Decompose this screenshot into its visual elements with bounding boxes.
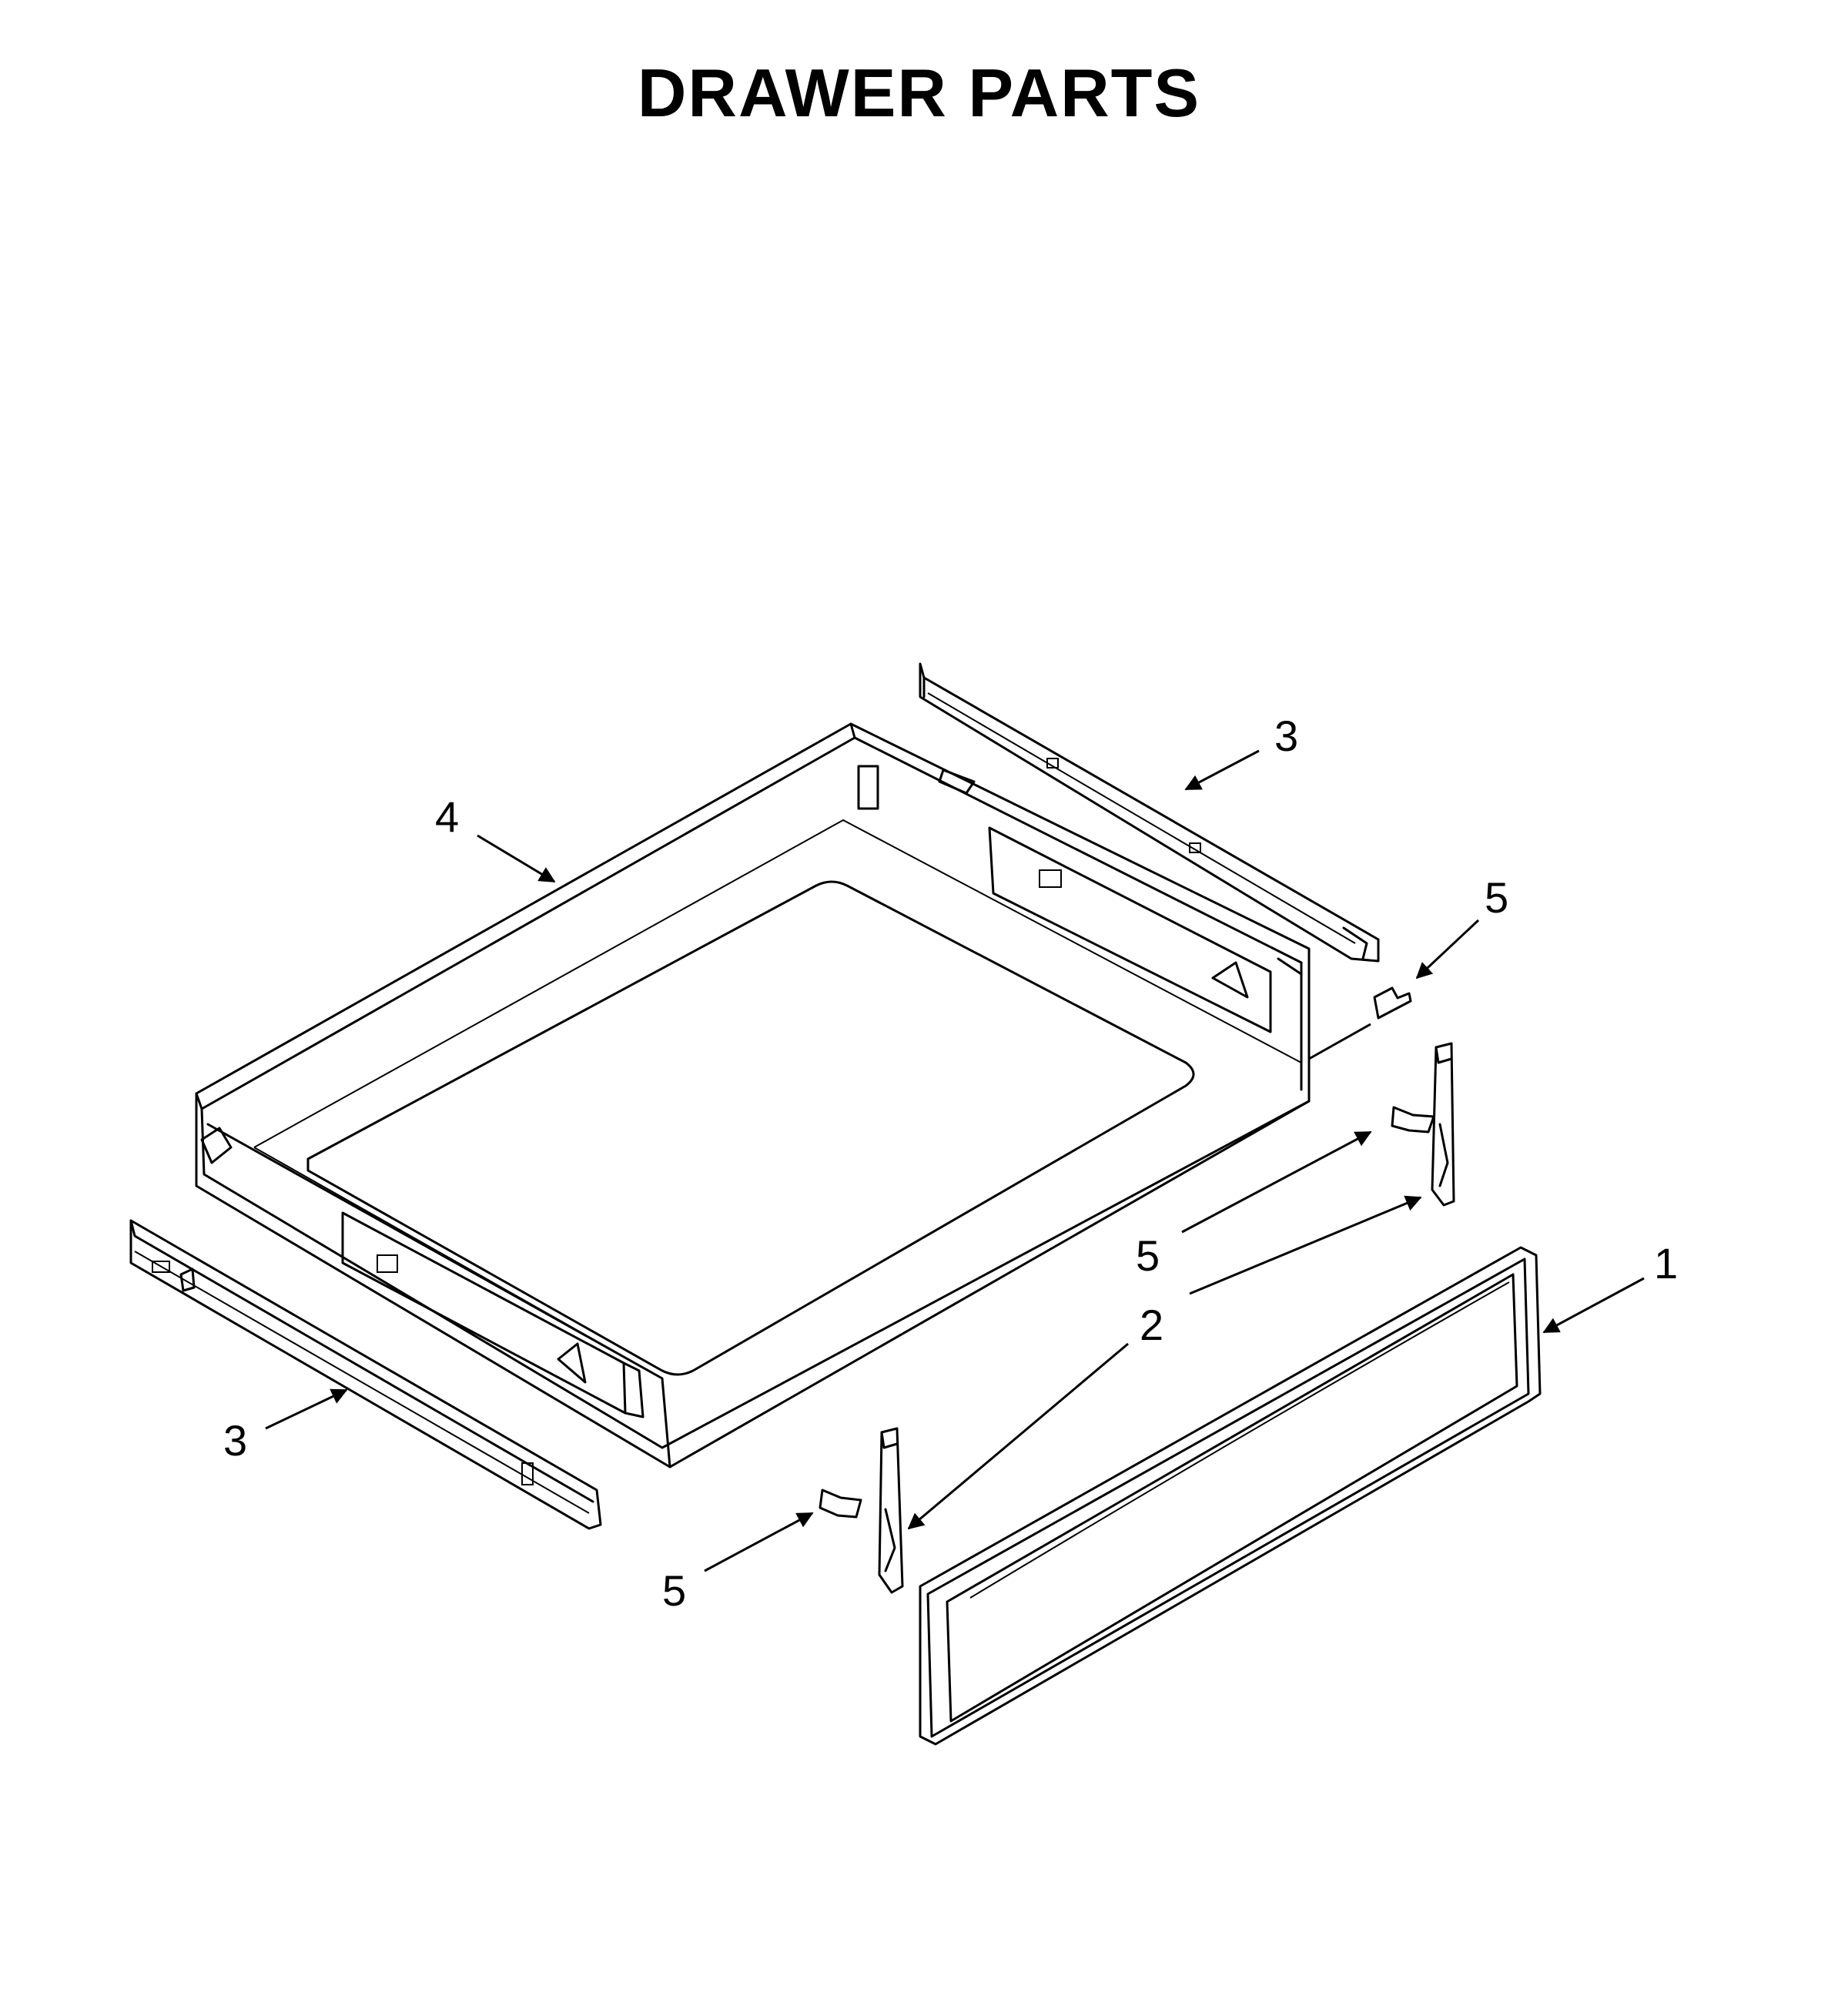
leader-3-top (1184, 749, 1260, 791)
leader-3-bottom (265, 1388, 348, 1430)
screw-bottom-part-5 (819, 1489, 862, 1519)
leader-5-top (1415, 919, 1480, 980)
screw-top-part-5 (1308, 986, 1412, 1060)
callout-3-bottom: 3 (223, 1416, 247, 1465)
bracket-left-part-2 (878, 1427, 904, 1594)
slide-rail-bottom-part-3 (129, 1219, 602, 1530)
screw-mid-part-5 (1391, 1106, 1435, 1134)
bracket-right-part-2 (1431, 1042, 1455, 1207)
diagram-title: DRAWER PARTS (637, 55, 1201, 131)
callout-3-top: 3 (1274, 712, 1298, 760)
drawer-front-panel-part-1 (919, 1246, 1542, 1746)
leader-2-right (1189, 1195, 1422, 1295)
slide-rail-top-part-3 (919, 662, 1380, 963)
leader-5-mid (1181, 1130, 1372, 1234)
callout-1: 1 (1654, 1239, 1678, 1288)
drawer-tray-part-4 (195, 722, 1311, 1468)
leader-2-left (907, 1342, 1129, 1530)
leader-1 (1542, 1277, 1645, 1334)
callout-4: 4 (435, 792, 459, 841)
leader-5-bottom (704, 1512, 814, 1572)
callout-2: 2 (1140, 1301, 1163, 1349)
leader-4 (477, 834, 556, 883)
callout-5-top: 5 (1485, 873, 1508, 922)
callout-5-bottom: 5 (662, 1566, 686, 1615)
callout-5-mid: 5 (1136, 1231, 1160, 1280)
